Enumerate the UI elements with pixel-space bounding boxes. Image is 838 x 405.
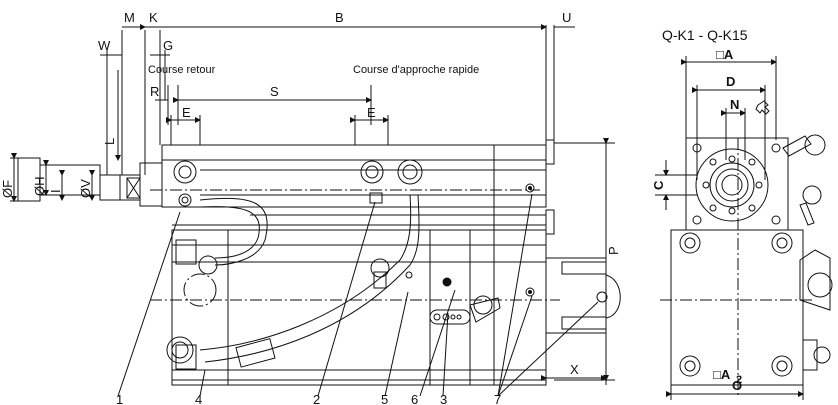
callout-5: 5 — [381, 392, 388, 405]
dim-p: P — [606, 246, 621, 255]
dim-a2-subscript: 2 — [736, 374, 742, 386]
dim-c: C — [651, 180, 666, 190]
dim-v: ØV — [78, 179, 93, 198]
callout-2: 2 — [313, 392, 320, 405]
dim-f: ØF — [0, 180, 15, 198]
dim-k: K — [149, 10, 158, 25]
dim-x: X — [570, 362, 579, 377]
callout-3: 3 — [440, 392, 447, 405]
dim-i: I — [48, 189, 63, 193]
dim-u: U — [562, 10, 571, 25]
dim-m: M — [124, 10, 135, 25]
callout-7: 7 — [494, 392, 501, 405]
dim-g: G — [163, 38, 173, 53]
dim-a: □A — [716, 47, 734, 62]
dim-d: D — [726, 74, 735, 89]
labels: M K B U W G Course retour Course d'appro… — [0, 10, 748, 405]
dim-o: O — [732, 378, 742, 393]
label-course-rapide: Course d'approche rapide — [353, 64, 479, 76]
dim-b: B — [335, 10, 344, 25]
callout-1: 1 — [116, 392, 123, 405]
dim-a2: □A — [713, 367, 731, 382]
dim-h: ØH — [32, 177, 47, 197]
dim-r: R — [150, 84, 159, 99]
label-course-retour: Course retour — [148, 64, 216, 76]
callout-6: 6 — [411, 392, 418, 405]
dim-w: W — [98, 38, 111, 53]
dim-e-left: E — [182, 105, 191, 120]
dim-s: S — [270, 84, 279, 99]
dim-e-right: E — [367, 105, 376, 120]
front-view — [655, 56, 833, 400]
dim-l: L — [102, 138, 117, 145]
dim-n: N — [730, 97, 739, 112]
view-title: Q-K1 - Q-K15 — [662, 27, 748, 43]
callout-4: 4 — [195, 392, 202, 405]
side-view — [10, 24, 621, 397]
